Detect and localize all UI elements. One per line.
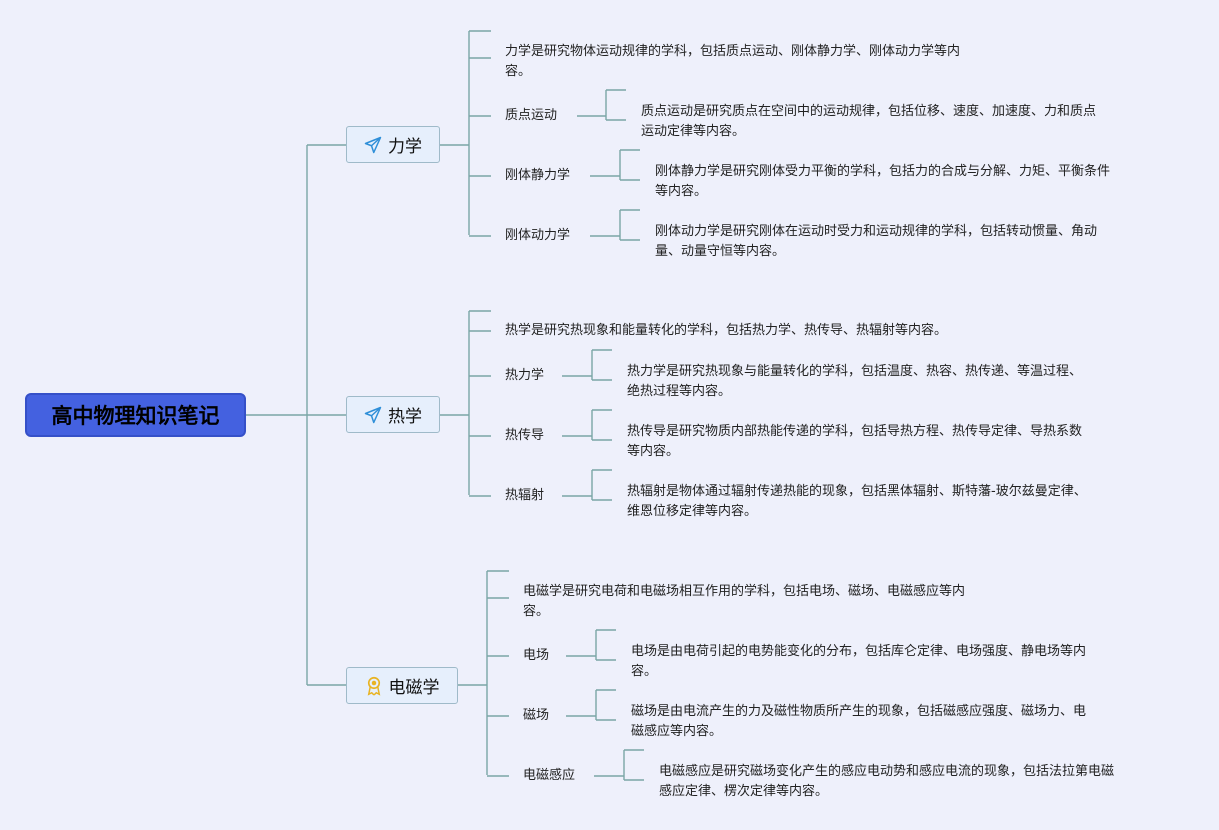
topic-label[interactable]: 质点运动 [505,108,558,123]
topic-desc: 电场是由电荷引起的电势能变化的分布，包括库仑定律、电场强度、静电场等内容。 [631,644,1087,679]
branch-title: 力学 [388,137,422,157]
branch-thermodynamics[interactable]: 热学 [346,396,440,433]
topic-desc: 热力学是研究热现象与能量转化的学科，包括温度、热容、热传递、等温过程、绝热过程等… [627,364,1083,399]
topic-desc: 磁场是由电流产生的力及磁性物质所产生的现象，包括磁感应强度、磁场力、电磁感应等内… [631,704,1087,739]
root-title: 高中物理知识笔记 [51,404,220,428]
topic-label[interactable]: 刚体静力学 [505,168,571,183]
topic-label[interactable]: 热辐射 [505,488,545,503]
branch-title: 电磁学 [388,678,440,698]
award-ribbon-icon [365,676,383,696]
topic-desc: 热辐射是物体通过辐射传递热能的现象，包括黑体辐射、斯特藩-玻尔兹曼定律、维恩位移… [627,484,1087,519]
topic-label[interactable]: 电磁感应 [523,768,576,783]
topic-desc: 刚体动力学是研究刚体在运动时受力和运动规律的学科，包括转动惯量、角动量、动量守恒… [655,224,1098,259]
topic-label[interactable]: 磁场 [523,708,550,723]
branch-electromagnetism[interactable]: 电磁学 [346,667,458,704]
branch-mechanics[interactable]: 力学 [346,126,440,163]
paper-plane-icon [364,406,382,424]
topic-label[interactable]: 热传导 [505,428,545,443]
topic-desc: 热传导是研究物质内部热能传递的学科，包括导热方程、热传导定律、导热系数等内容。 [627,424,1083,459]
root-node[interactable]: 高中物理知识笔记 [25,393,246,437]
branch-summary: 力学是研究物体运动规律的学科，包括质点运动、刚体静力学、刚体动力学等内容。 [505,44,961,79]
branch-summary: 热学是研究热现象和能量转化的学科，包括热力学、热传导、热辐射等内容。 [505,323,948,338]
topic-desc: 刚体静力学是研究刚体受力平衡的学科，包括力的合成与分解、力矩、平衡条件等内容。 [655,164,1111,199]
topic-label[interactable]: 热力学 [505,368,545,383]
topic-desc: 质点运动是研究质点在空间中的运动规律，包括位移、速度、加速度、力和质点运动定律等… [641,104,1097,139]
branch-summary: 电磁学是研究电荷和电磁场相互作用的学科，包括电场、磁场、电磁感应等内容。 [523,584,966,619]
topic-label[interactable]: 刚体动力学 [505,228,571,243]
paper-plane-icon [364,136,382,154]
topic-label[interactable]: 电场 [523,648,550,663]
topic-desc: 电磁感应是研究磁场变化产生的感应电动势和感应电流的现象，包括法拉第电磁感应定律、… [659,764,1115,799]
branch-title: 热学 [388,407,422,427]
